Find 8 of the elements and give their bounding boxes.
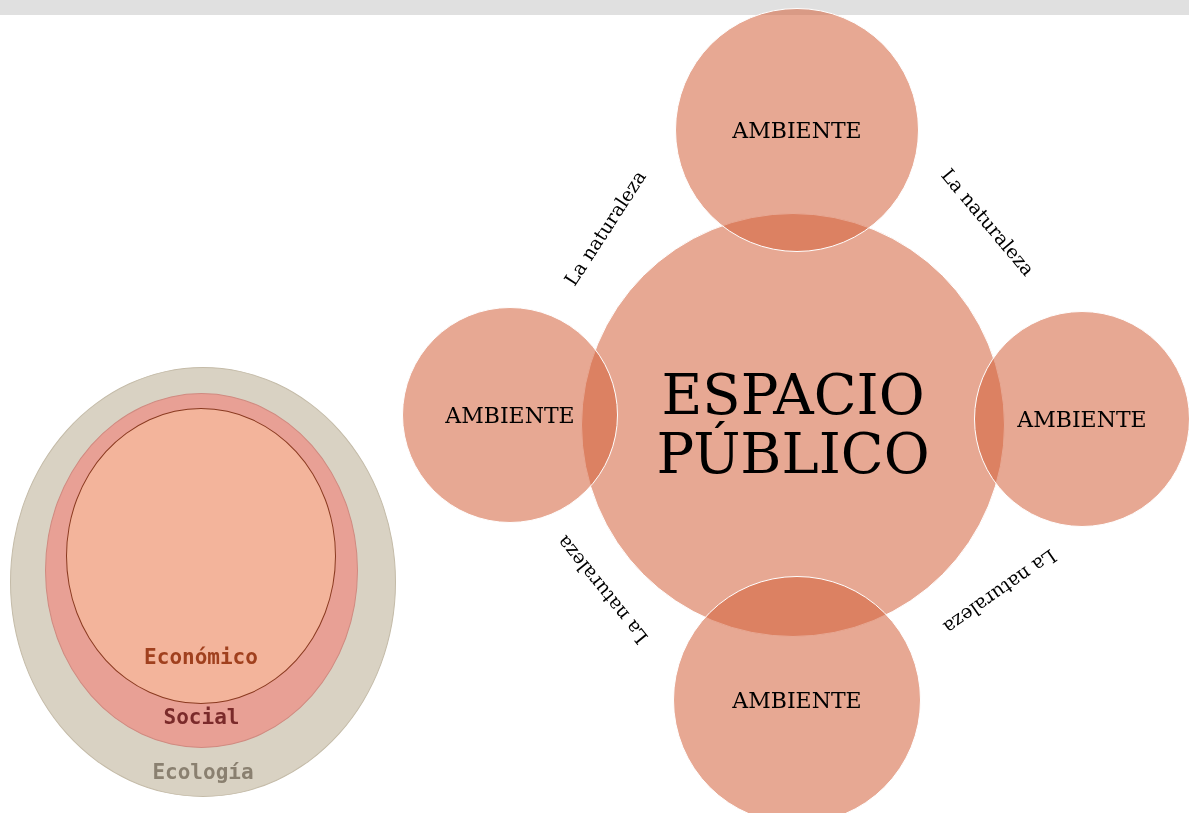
circle-label: AMBIENTE xyxy=(445,401,575,430)
circle-label: Social xyxy=(162,703,241,731)
circle-label: Económico xyxy=(143,643,259,671)
circle-label: AMBIENTE xyxy=(1017,405,1147,434)
circle-label: AMBIENTE xyxy=(732,116,862,145)
title-text: ESPACIO PÚBLICO xyxy=(655,366,931,484)
circle-label: AMBIENTE xyxy=(732,686,862,715)
circle-label: Ecología xyxy=(151,758,255,786)
